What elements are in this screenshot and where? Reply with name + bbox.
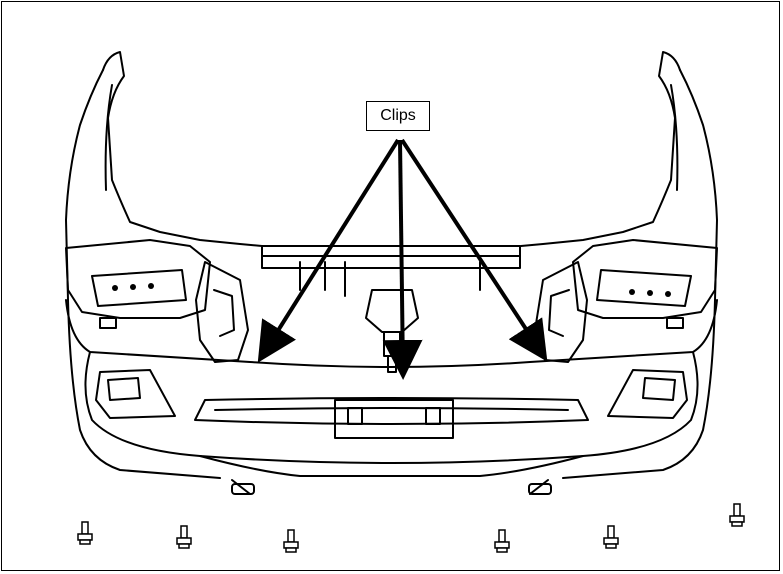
fastener-icon (77, 521, 93, 545)
fastener-row (77, 503, 745, 553)
arrow-right-clip (400, 138, 548, 362)
clips-callout-label: Clips (366, 101, 430, 131)
clip-arrows (257, 138, 548, 380)
fastener-icon (176, 525, 192, 549)
fastener-icon (729, 503, 745, 527)
fastener-icon (283, 529, 299, 553)
arrow-left-clip (257, 138, 400, 363)
bumper-assembly-drawing (65, 51, 718, 495)
fastener-icon (603, 525, 619, 549)
arrow-center-clip (382, 139, 423, 380)
fastener-icon (494, 529, 510, 553)
